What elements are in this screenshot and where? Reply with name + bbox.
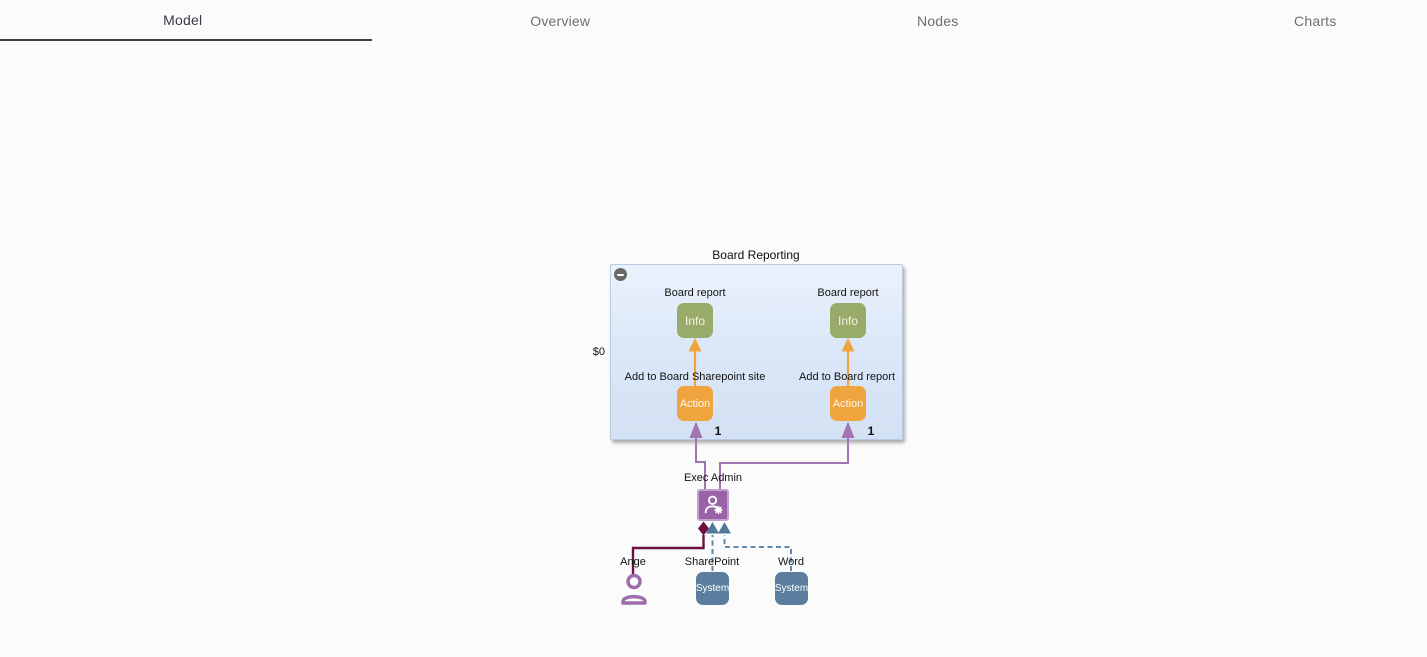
system-node-label: Word (777, 556, 805, 568)
collapse-group-button[interactable] (614, 268, 627, 281)
multiplicity-label: 1 (867, 424, 875, 438)
system-node-label: SharePoint (684, 556, 740, 568)
person-node[interactable] (617, 572, 651, 605)
action-node[interactable]: Action (677, 386, 713, 421)
info-node[interactable]: Info (830, 303, 866, 338)
tab-charts[interactable]: Charts (1294, 12, 1337, 29)
actor-node-label: Exec Admin (683, 472, 743, 484)
action-node-badge: Action (832, 397, 864, 410)
system-node-sharepoint[interactable]: System (696, 572, 729, 605)
tab-bar: Model Overview Nodes Charts (0, 0, 1427, 41)
tab-model[interactable]: Model (0, 0, 372, 41)
tab-overview[interactable]: Overview (530, 12, 591, 29)
person-icon (621, 573, 647, 605)
system-node-badge: System (695, 583, 730, 594)
system-node-word[interactable]: System (775, 572, 808, 605)
multiplicity-label: 1 (714, 424, 722, 438)
info-node-badge: Info (837, 313, 858, 328)
action-node[interactable]: Action (830, 386, 866, 421)
group-cost-label: $0 (592, 346, 605, 358)
tab-nodes[interactable]: Nodes (917, 12, 959, 29)
person-gear-icon (704, 495, 723, 515)
system-node-badge: System (774, 583, 809, 594)
action-node-label: Add to Board report (798, 371, 896, 383)
action-node-label: Add to Board Sharepoint site (624, 371, 766, 383)
action-node-badge: Action (679, 397, 711, 410)
info-node-label: Board report (817, 287, 879, 299)
info-node-label: Board report (664, 287, 726, 299)
actor-node[interactable] (697, 489, 729, 521)
info-node-badge: Info (684, 313, 705, 328)
person-node-label: Ange (620, 556, 646, 568)
minus-circle-icon (617, 273, 624, 276)
group-title: Board Reporting (712, 248, 800, 262)
info-node[interactable]: Info (677, 303, 713, 338)
